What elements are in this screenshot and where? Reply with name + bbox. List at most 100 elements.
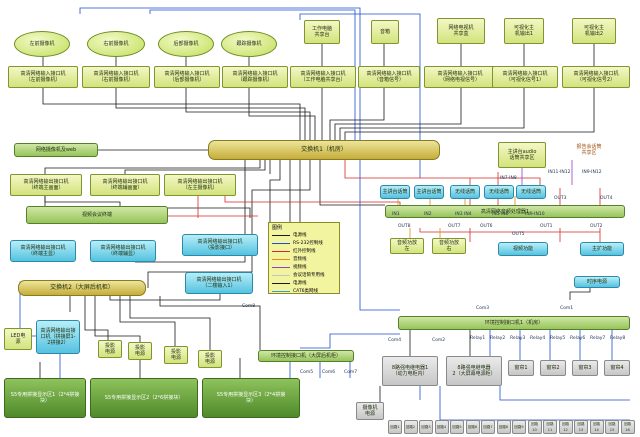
wire [329, 88, 385, 140]
mic-4: 无线话筒 [484, 185, 514, 199]
legend-label: RS-232控制线 [293, 241, 323, 246]
wire [124, 160, 266, 174]
output-second-floor: 高清网络输出接口机 （二楼输入1） [185, 272, 253, 294]
wire [439, 386, 630, 421]
wire [135, 160, 246, 263]
legend-item: 视频线 [272, 263, 336, 271]
legend-swatch [272, 282, 290, 284]
tag-in3: IN3 IN4 [455, 212, 472, 217]
wire [185, 88, 311, 140]
camera-right-oval: 右前摄像机 [87, 31, 145, 57]
tag-out6: OUT6 [480, 224, 493, 229]
legend-title: 图例 [272, 225, 283, 231]
input-interface-7: 高清网络输入接口机 （网络电视信号） [424, 66, 496, 88]
visual-output-1-box: 可视化主 机输出1 [504, 18, 544, 44]
tag-in5: IN5 IN6 [492, 212, 509, 217]
tag-in-range-2: IN11-IN12 [548, 170, 571, 175]
camera-power: 摄像机 电源 [356, 402, 384, 420]
camera-tracking-oval: 跟踪摄像机 [221, 31, 277, 57]
wire [94, 296, 141, 342]
audio-processor: 高清网络音频处理器1 [385, 205, 625, 218]
wire [419, 228, 600, 233]
wire [339, 88, 525, 140]
cloud-host-box: 网络摄像机及web [14, 143, 98, 157]
tag-relay7: Relay7 [590, 336, 606, 341]
legend-label: CAT6类网线 [293, 289, 318, 294]
network-tv-box: 网络电视机 共享盒 [437, 18, 485, 44]
timer-power: 时序电源 [574, 276, 620, 288]
output-interface-aux: 高清网络输出接口机 （终端辅画面） [90, 174, 160, 196]
relay-circuit: 回路5 [450, 420, 464, 434]
tag-in7: IN7-IN8 [500, 176, 517, 181]
video-function: 视频功能 [498, 242, 548, 256]
tag-in9: IN9-IN10 [525, 212, 545, 217]
wire [119, 296, 176, 346]
tag-in-range: IN9-IN12 [582, 170, 602, 175]
tag-relay6: Relay6 [570, 336, 586, 341]
wire [319, 160, 385, 206]
relay-circuit: 回路1 [388, 420, 402, 434]
led-power: LED电 源 [4, 328, 32, 350]
input-interface-9: 高清网络输入接口机 （可视化信号2） [562, 66, 630, 88]
wire [224, 196, 401, 208]
tag-relay5: Relay5 [550, 336, 566, 341]
tag-out8: OUT8 [398, 224, 411, 229]
audio-host-box: 主讲台audio 话筒共享区 [498, 142, 546, 168]
curtain-4: 窗帘4 [604, 360, 630, 376]
legend-item: 会议话筒专用线 [272, 271, 336, 279]
legend-label: 视频线 [293, 265, 307, 270]
relay-circuit: 回路3 [419, 420, 433, 434]
tag-com2: Com2 [432, 338, 446, 343]
projector-power-1: 投影 电源 [98, 340, 122, 358]
wire [84, 296, 109, 340]
tag-relay3: Relay3 [510, 336, 526, 341]
tag-com5: Com5 [300, 370, 314, 375]
visual-output-2-box: 可视化主 机输出2 [572, 18, 616, 44]
relay-circuit: 回路9 [512, 420, 526, 434]
input-interface-1: 高清网络输入接口机 （左前摄像机） [8, 66, 78, 88]
input-interface-8: 高清网络输入接口机 （可视化信号1） [492, 66, 558, 88]
splice-display-3: S5专用拼接显示区3（2*4拼接 块） [202, 378, 300, 418]
amp-left: 音频功放 左 [390, 238, 424, 254]
legend-label: 会议话筒专用线 [293, 273, 325, 278]
legend-label: 电源线 [293, 281, 307, 286]
wire [269, 160, 281, 236]
legend-item: 音频线 [272, 255, 336, 263]
tag-out5: OUT5 [512, 232, 525, 237]
tag-out2: OUT2 [590, 224, 603, 229]
speaker-box: 音箱 [371, 20, 399, 44]
camera-left-oval: 左前摄像机 [14, 31, 70, 57]
relay-circuit: 回路6 [465, 420, 480, 434]
input-interface-3: 高清网络输入接口机 （后部摄像机） [154, 66, 220, 88]
relay-circuit: 回路16 [620, 420, 635, 434]
wire [159, 296, 261, 350]
legend-swatch [272, 242, 290, 244]
wire [569, 286, 591, 300]
wire [359, 160, 400, 311]
tag-relay2: Relay2 [490, 336, 506, 341]
tag-relay4: Relay4 [530, 336, 546, 341]
tag-com4: Com4 [388, 338, 402, 343]
splice-display-1: S5专用拼接显示区1（2*4拼接 块） [4, 378, 86, 418]
wire [334, 88, 462, 140]
legend-swatch [272, 234, 290, 236]
relay-circuit: 回路15 [605, 420, 619, 434]
tag-com8: Com8 [242, 304, 256, 309]
legend-swatch [272, 250, 290, 252]
main-amp-function: 主扩功能 [580, 242, 624, 256]
legend-label: 红外控制线 [293, 249, 316, 254]
wire [129, 296, 211, 350]
relay-circuit: 回路13 [574, 420, 588, 434]
mic-3: 无线话筒 [450, 185, 480, 199]
env-control-2: 环境控制接口机（大屏后机柜） [258, 350, 354, 362]
tag-out3: OUT3 [554, 196, 567, 201]
input-interface-4: 高清网络输入接口机 （跟踪摄像机） [222, 66, 288, 88]
wire [44, 160, 261, 174]
output-projector: 高清网络输出接口机 （投影接口） [182, 234, 258, 256]
input-interface-5: 高清网络输入接口机 （工作电脑共享台） [290, 66, 356, 88]
legend-item: CAT6类网线 [272, 287, 336, 295]
tag-relay1: Relay1 [470, 336, 486, 341]
tag-com7: Com7 [344, 370, 358, 375]
